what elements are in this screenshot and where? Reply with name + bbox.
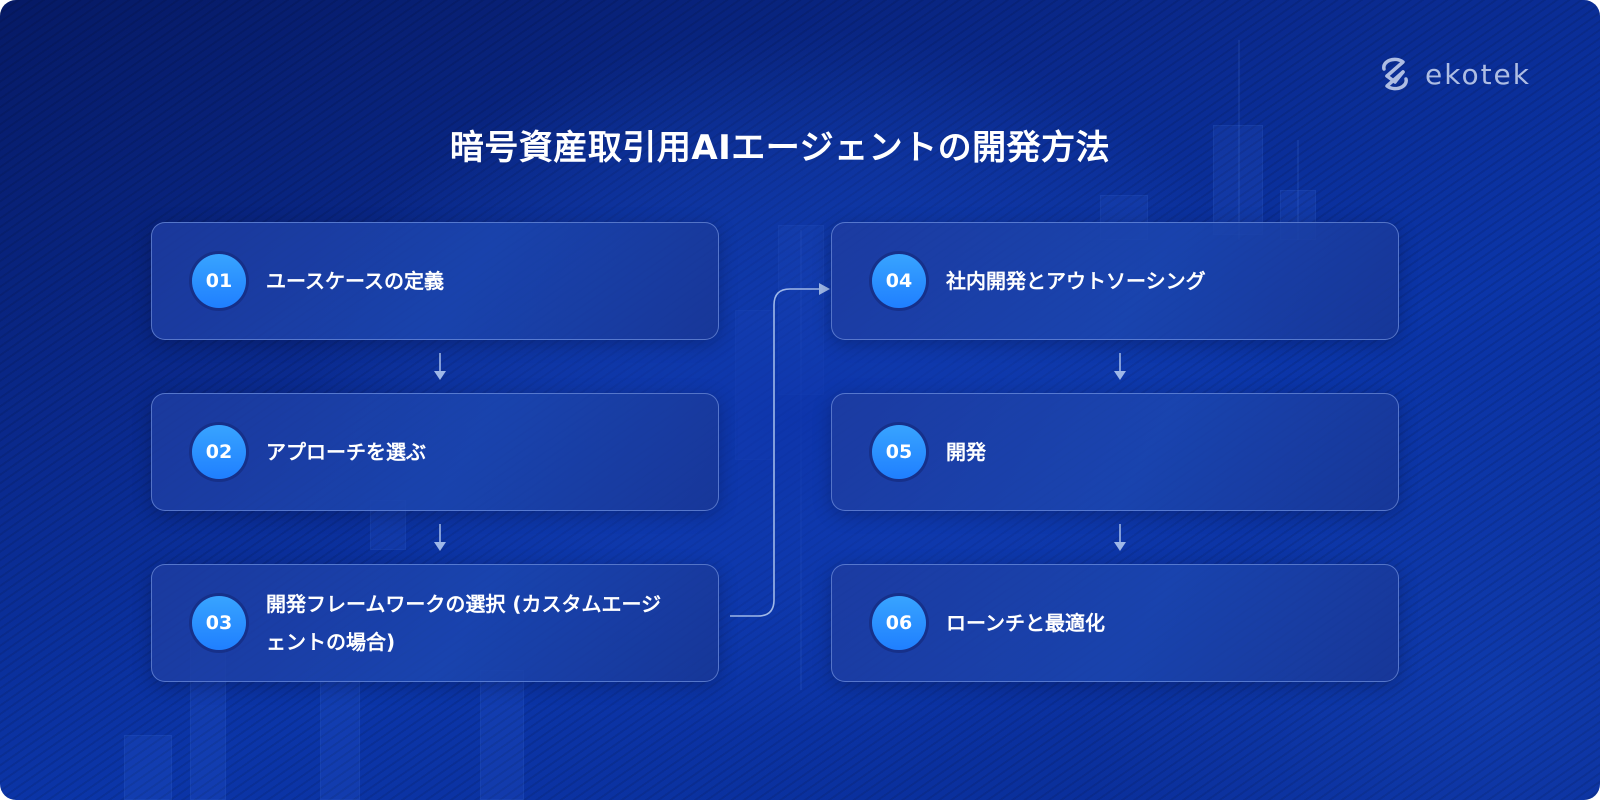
arrow-head-04-05 (1114, 371, 1126, 380)
arrow-head-03-04 (819, 283, 830, 295)
brand-name: ekotek (1425, 57, 1531, 91)
elbow-connector-03-04 (730, 288, 820, 617)
step-label: ユースケースの定義 (266, 269, 444, 293)
step-number-badge: 04 (872, 254, 926, 308)
step-label: 開発フレームワークの選択 (カスタムエージェントの場合) (266, 592, 662, 654)
step-number-badge: 01 (192, 254, 246, 308)
step-number-badge: 03 (192, 596, 246, 650)
step-card-04: 04 社内開発とアウトソーシング (831, 222, 1399, 340)
step-label: ローンチと最適化 (946, 611, 1105, 635)
step-card-06: 06 ローンチと最適化 (831, 564, 1399, 682)
step-number-badge: 06 (872, 596, 926, 650)
step-card-01: 01 ユースケースの定義 (151, 222, 719, 340)
step-card-03: 03 開発フレームワークの選択 (カスタムエージェントの場合) (151, 564, 719, 682)
step-label: 社内開発とアウトソーシング (946, 269, 1206, 293)
step-label: アプローチを選ぶ (266, 440, 426, 464)
arrow-head-05-06 (1114, 542, 1126, 551)
arrow-head-01-02 (434, 371, 446, 380)
arrow-head-02-03 (434, 542, 446, 551)
page-title: 暗号資産取引用AIエージェントの開発方法 (449, 128, 1111, 168)
ekotek-logo: ekotek (1375, 52, 1531, 96)
step-label: 開発 (946, 440, 986, 464)
step-card-05: 05 開発 (831, 393, 1399, 511)
ekotek-logo-icon (1382, 57, 1408, 91)
step-number-badge: 02 (192, 425, 246, 479)
step-number-badge: 05 (872, 425, 926, 479)
step-card-02: 02 アプローチを選ぶ (151, 393, 719, 511)
